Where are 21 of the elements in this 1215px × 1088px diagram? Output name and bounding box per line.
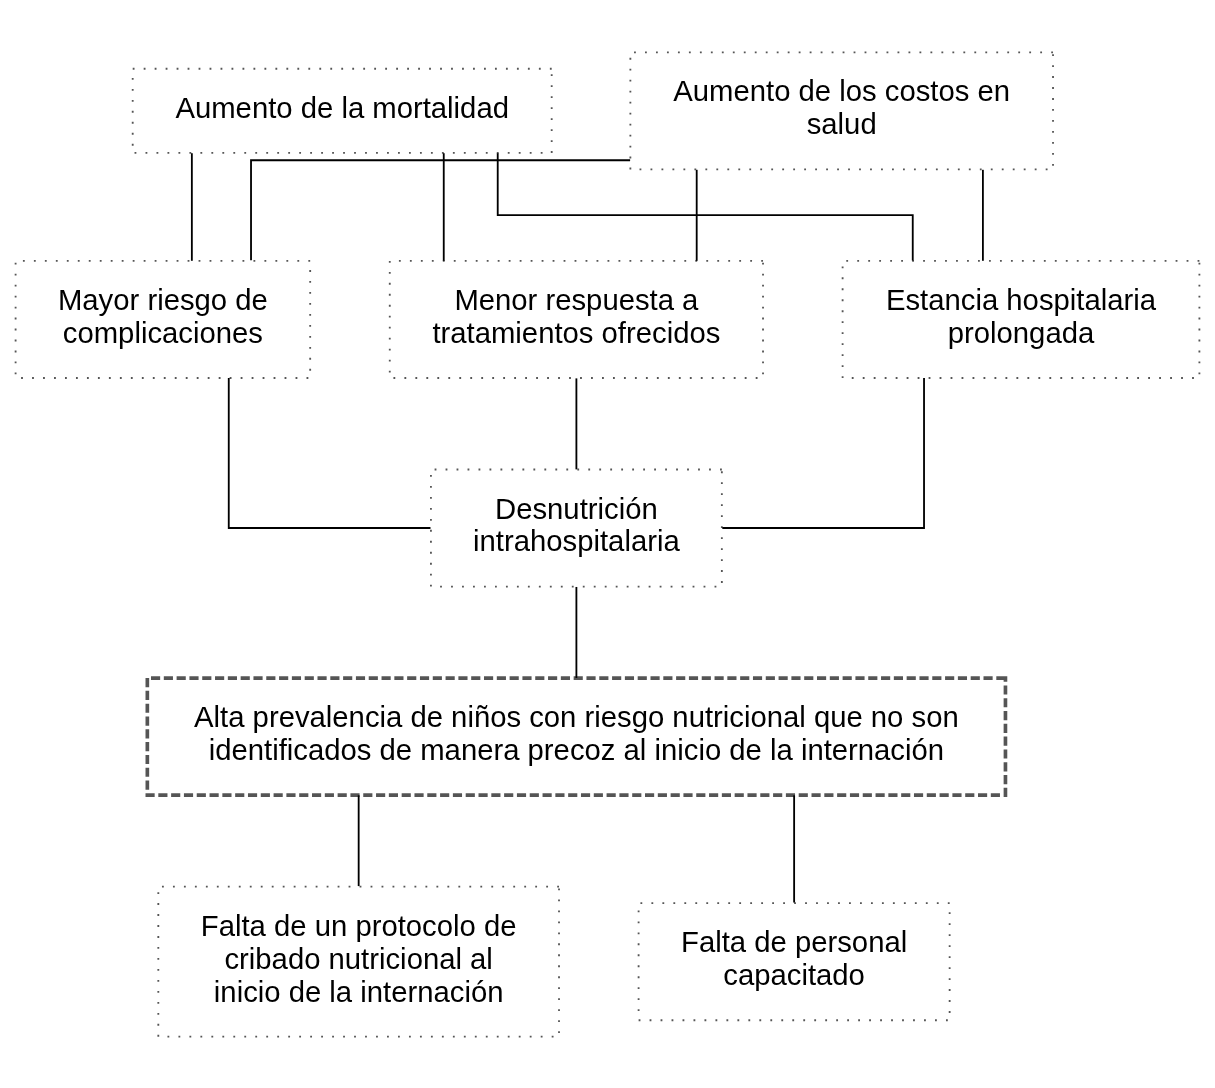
connector [190,151,193,262]
connector [496,151,914,262]
connector [575,376,578,470]
connector [721,376,925,529]
connector [981,168,984,262]
connector [357,793,360,887]
node-box: Mayor riesgo de complicaciones [14,259,312,379]
node-box: Menor respuesta a tratamientos ofrecidos [388,259,764,379]
connector [695,168,698,262]
node-box: Falta de personal capacitado [637,901,951,1021]
connector [442,151,445,262]
node-box: Aumento de los costos en salud [629,50,1054,170]
connector [575,585,578,679]
node-box: Alta prevalencia de niños con riesgo nutricional que no son identificados de manera precoz al inicio de la internación [145,675,1008,797]
node-box: Desnutrición intrahospitalaria [430,468,723,587]
node-box: Aumento de la mortalidad [131,67,553,154]
node-box: Estancia hospitalaria prolongada [841,259,1201,379]
connector [227,376,432,529]
connector [250,158,632,261]
connector [793,793,796,903]
node-box: Falta de un protocolo de cribado nutricional al inicio de la internación [157,885,560,1038]
